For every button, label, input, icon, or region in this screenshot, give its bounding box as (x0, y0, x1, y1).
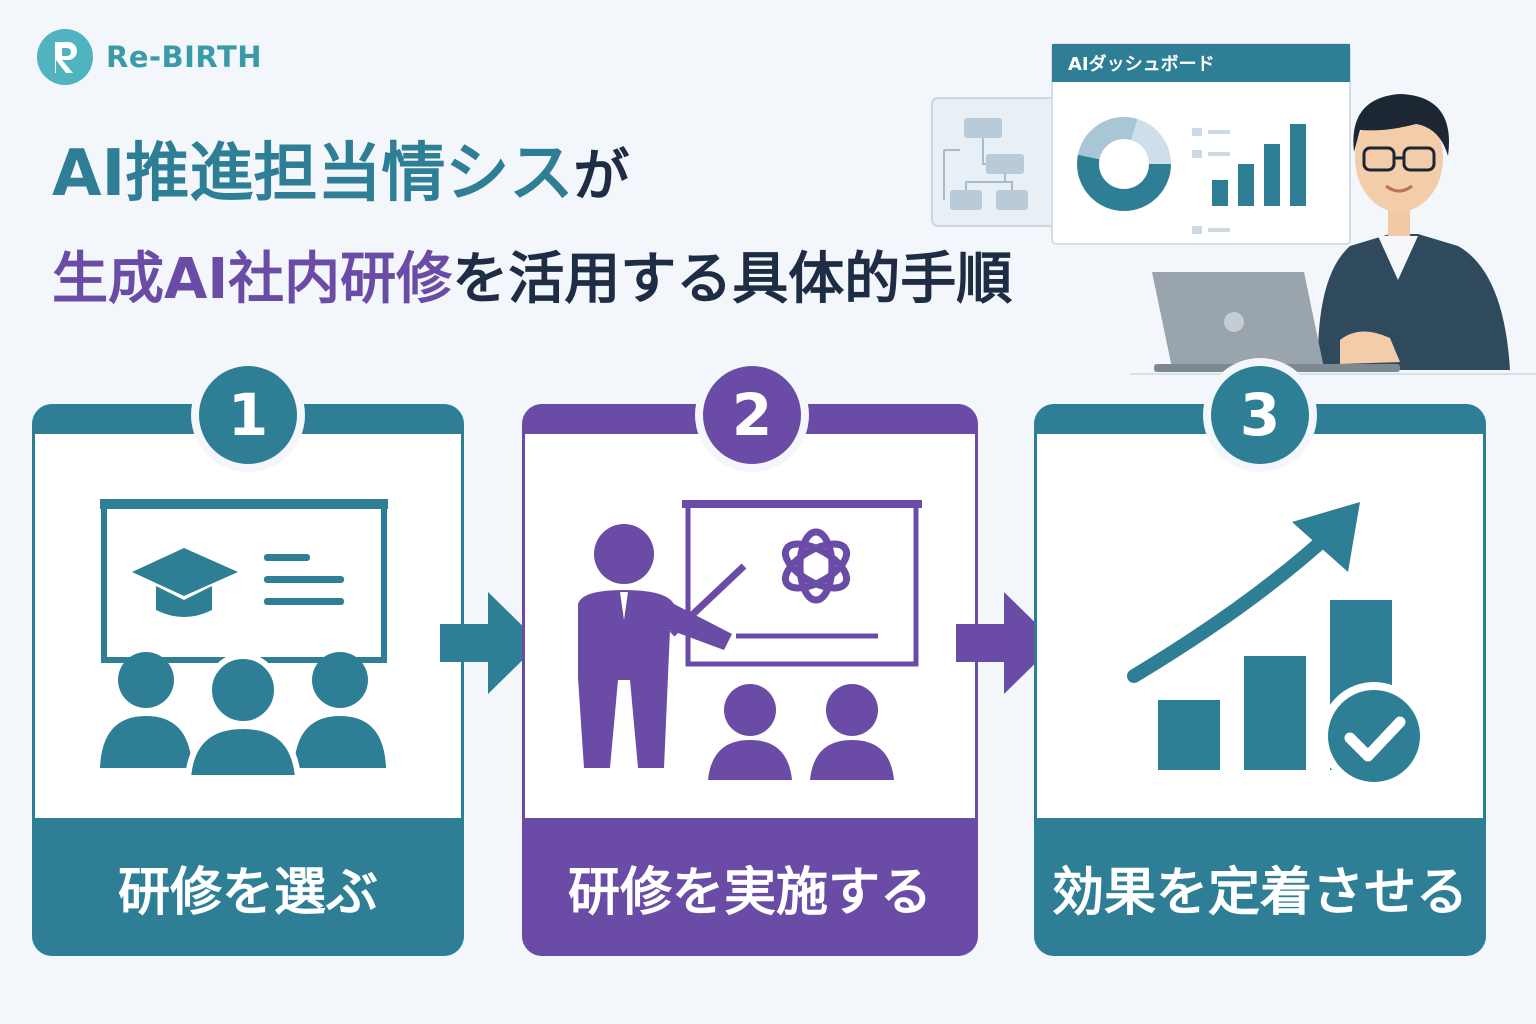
effect-growth-icon (1127, 502, 1428, 790)
dashboard-illustration: AIダッシュボード (931, 43, 1536, 375)
title-main: AI推進担当情シス (52, 137, 574, 211)
arrow-right-icon (440, 592, 540, 694)
training-select-icon (100, 499, 388, 781)
laptop-illustration (1130, 272, 1536, 375)
step-card-2: 研修を実施する (522, 404, 978, 956)
dashboard-window: AIダッシュボード (1051, 43, 1351, 245)
step-2-number: 2 (731, 381, 773, 449)
step-1-badge: 1 (199, 366, 297, 464)
brand-logo: Re-BIRTH (36, 28, 262, 86)
page-title-line-1: AI推進担当情シスが (52, 132, 629, 219)
step-1-label: 研修を選ぶ (117, 862, 378, 923)
step-2-footer: 研修を実施する (522, 818, 978, 956)
title-suffix: が (573, 144, 630, 209)
title-highlight: 生成AI社内研修 (52, 247, 453, 312)
step-2-label: 研修を実施する (567, 862, 932, 923)
step-card-3: 効果を定着させる (1034, 404, 1486, 956)
dashboard-label: AIダッシュボード (1068, 53, 1215, 75)
training-deliver-icon (578, 500, 922, 780)
step-3-number: 3 (1239, 381, 1281, 449)
step-3-footer: 効果を定着させる (1034, 818, 1486, 956)
step-3-label: 効果を定着させる (1051, 862, 1468, 923)
title-rest: を活用する具体的手順 (452, 247, 1013, 312)
step-2-badge: 2 (703, 366, 801, 464)
brand-name: Re-BIRTH (106, 40, 263, 74)
step-card-1: 研修を選ぶ (32, 404, 464, 956)
re-birth-logo-icon (37, 29, 93, 85)
flowchart-panel (931, 97, 1069, 227)
arrow-right-icon (956, 592, 1056, 694)
step-1-number: 1 (227, 381, 269, 449)
hero-illustration: AIダッシュボード (920, 40, 1536, 380)
step-3-badge: 3 (1211, 366, 1309, 464)
ai-knot-icon (781, 528, 851, 604)
step-1-footer: 研修を選ぶ (32, 818, 464, 956)
page-title-line-2: 生成AI社内研修を活用する具体的手順 (52, 238, 1012, 322)
